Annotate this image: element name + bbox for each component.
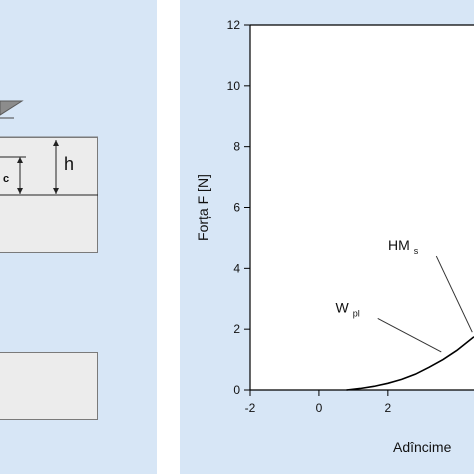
indenter-tip-shape: [0, 100, 24, 116]
y-axis-title: Forța F [N]: [195, 174, 211, 241]
annotation-subscript: s: [414, 246, 419, 256]
force-depth-curve: [346, 336, 474, 391]
x-axis-title: Adîncime: [393, 439, 452, 455]
plot-area-group: [250, 25, 474, 390]
plot-area: [250, 25, 474, 390]
h-arrow-bottom: [53, 188, 59, 194]
axes-group: 0 2 4 6 8 10 12 -2 0 2: [227, 18, 474, 415]
h-label: h: [64, 154, 75, 174]
x-tick-label: 2: [385, 401, 392, 415]
y-tick-label: 0: [233, 383, 240, 397]
y-tick-label: 12: [227, 18, 241, 32]
y-tick-label: 2: [233, 322, 240, 336]
c-arrow-top: [17, 157, 23, 163]
annotation-subscript: pl: [353, 308, 360, 318]
sample-block-bottom: [0, 352, 98, 420]
dimension-markers: [0, 140, 98, 196]
c-arrow-bottom: [17, 188, 23, 194]
annotation-leader-line: [377, 317, 442, 353]
y-tick-label: 10: [227, 79, 241, 93]
y-tick-label: 4: [233, 261, 240, 275]
x-tick-label: -2: [245, 401, 256, 415]
annotation-leader-line: [435, 255, 473, 333]
c-label: c: [3, 173, 10, 185]
x-tick-label: 0: [316, 401, 323, 415]
y-tick-label: 8: [233, 140, 240, 154]
series-group: [346, 336, 474, 391]
labels-group: Forța F [N] Adîncime: [195, 174, 452, 455]
y-tick-label: 6: [233, 201, 240, 215]
h-arrow-top: [53, 140, 59, 146]
